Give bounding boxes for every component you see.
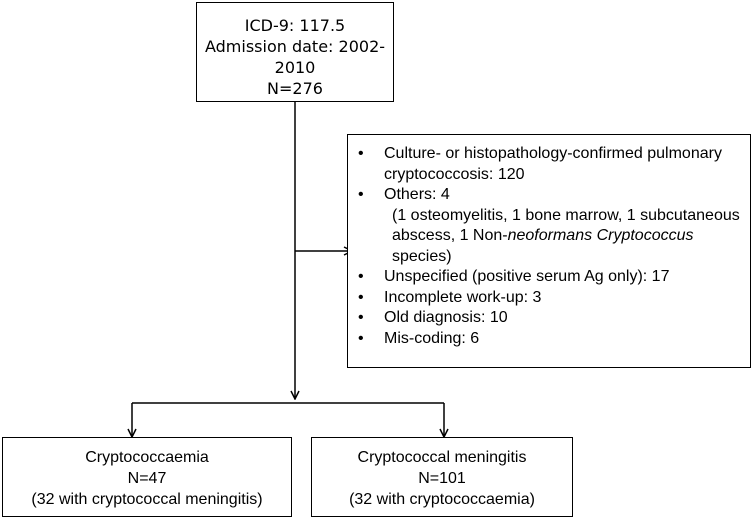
others-detail-tail: species): [392, 247, 452, 265]
others-detail-italic-species: neoformans: [507, 227, 593, 244]
meningitis-box: Cryptococcal meningitis N=101 (32 with c…: [311, 437, 573, 517]
exclusion-item-pulmonary: • Culture- or histopathology-confirmed p…: [358, 144, 744, 185]
box-count: N=47: [127, 470, 167, 487]
box-note: (32 with cryptococcal meningitis): [31, 491, 263, 508]
exclusion-text: Others: 4: [384, 186, 450, 203]
exclusion-item-others: • Others: 4: [358, 185, 744, 206]
box-note: (32 with cryptococcaemia): [349, 491, 535, 508]
cryptococcaemia-box: Cryptococcaemia N=47 (32 with cryptococc…: [2, 437, 292, 517]
bullet: •: [358, 268, 364, 285]
exclusion-text: Unspecified (positive serum Ag only): 17: [384, 268, 670, 285]
exclusion-item-unspecified: • Unspecified (positive serum Ag only): …: [358, 267, 744, 288]
admission-date-text: Admission date: 2002-2010: [204, 37, 386, 77]
bullet: •: [358, 329, 364, 347]
exclusion-text: Old diagnosis: 10: [384, 309, 508, 326]
exclusion-item-old-diagnosis: • Old diagnosis: 10: [358, 308, 744, 329]
box-title: Cryptococcaemia: [85, 449, 209, 466]
box-title: Cryptococcal meningitis: [357, 449, 527, 466]
bullet: •: [358, 309, 364, 326]
others-detail-italic-genus: Cryptococcus: [596, 227, 694, 244]
exclusion-box: • Culture- or histopathology-confirmed p…: [347, 134, 751, 368]
others-detail: (1 osteomyelitis, 1 bone marrow, 1 subcu…: [358, 206, 744, 268]
box-count: N=101: [418, 470, 466, 487]
bullet: •: [358, 186, 364, 203]
exclusion-text: Mis-coding: 6: [384, 329, 480, 347]
exclusion-text: Incomplete work-up: 3: [384, 288, 542, 306]
cohort-count-text: N=276: [267, 79, 323, 98]
exclusion-item-incomplete: • Incomplete work-up: 3: [358, 288, 744, 309]
initial-cohort-box: ICD-9: 117.5 Admission date: 2002-2010 N…: [196, 2, 394, 102]
exclusion-text: Culture- or histopathology-confirmed pul…: [384, 145, 722, 183]
exclusion-item-miscoding: • Mis-coding: 6: [358, 329, 744, 350]
bullet: •: [358, 145, 364, 162]
bullet: •: [358, 288, 364, 306]
others-detail-text: (1 osteomyelitis, 1 bone marrow, 1 subcu…: [392, 206, 740, 245]
icd-code-text: ICD-9: 117.5: [244, 16, 346, 35]
